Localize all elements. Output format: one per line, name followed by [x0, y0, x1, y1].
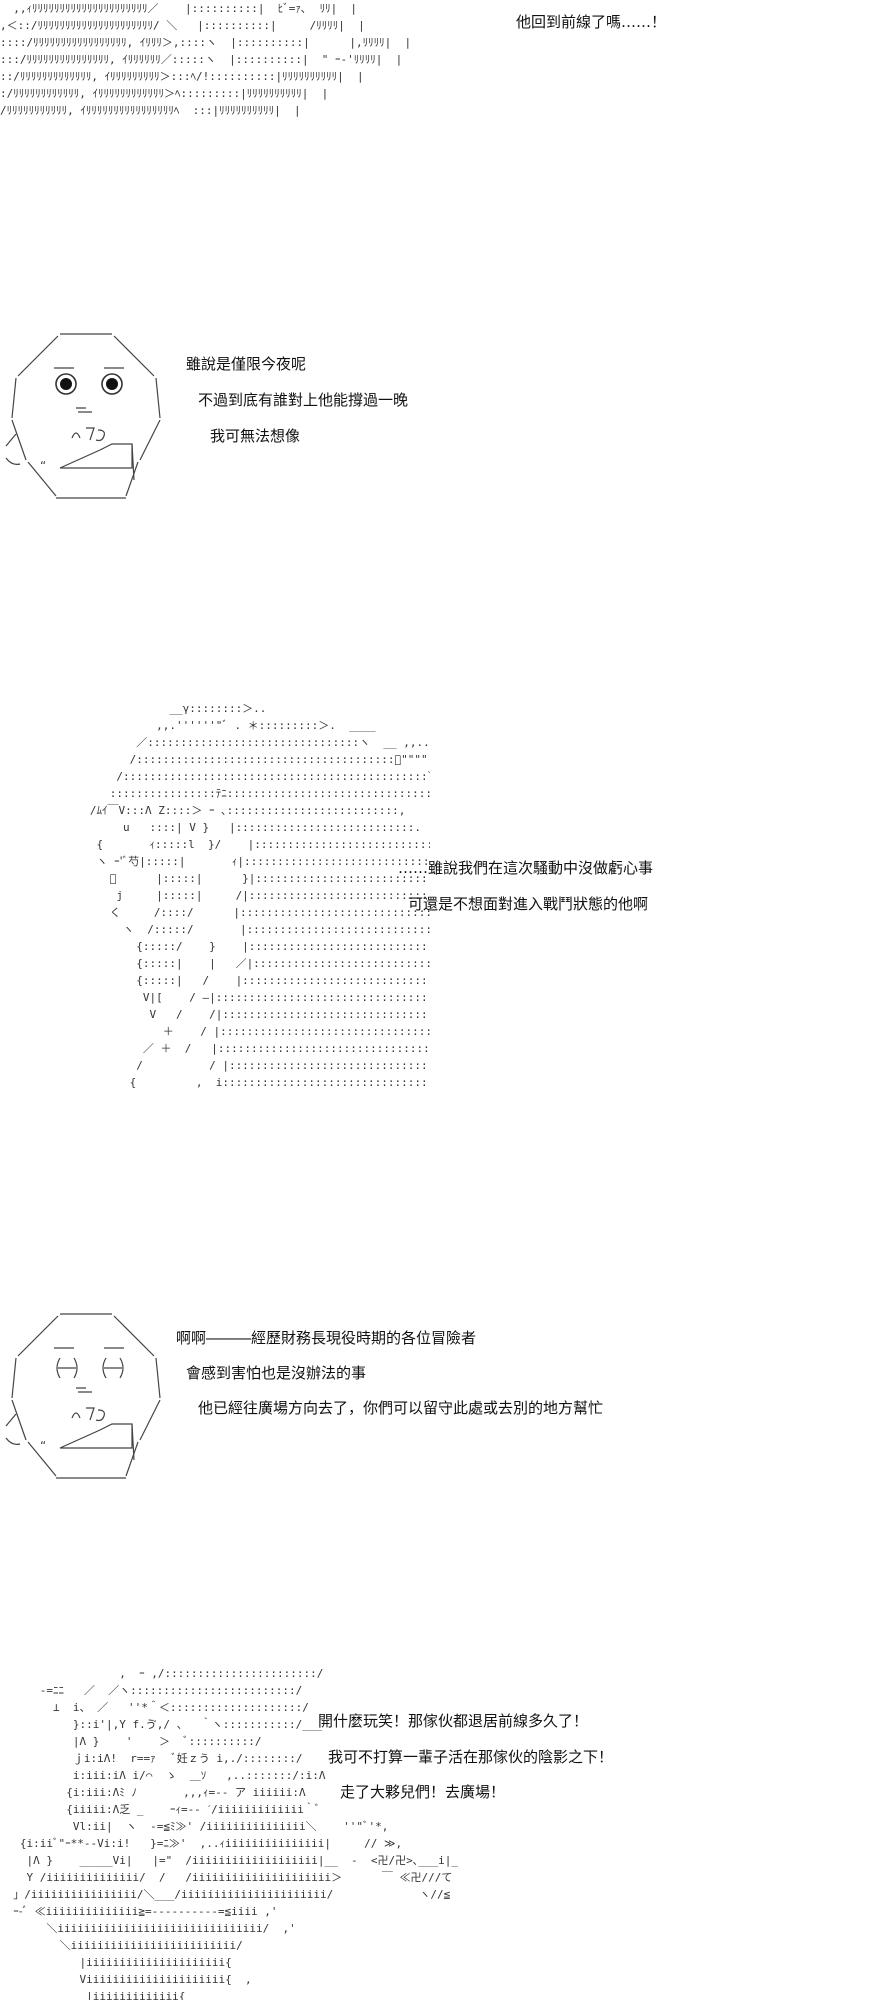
panel-2-line-3: 我可無法想像 [210, 427, 301, 445]
panel-3-line-1: ……雖說我們在這次騷動中沒做虧心事 [398, 859, 654, 877]
panel-2-line-1: 雖說是僅限今夜呢 [186, 355, 307, 373]
panel-5-ascii-art: , ｰ ,/:::::::::::::::::::::::/ -=ﾆﾆ ／ ／ヽ… [13, 1667, 458, 2000]
panel-5: , ｰ ,/:::::::::::::::::::::::/ -=ﾆﾆ ／ ／ヽ… [0, 1665, 896, 2000]
panel-5-line-1: 開什麼玩笑！那傢伙都退居前線多久了！ [318, 1712, 589, 1730]
panel-3: __γ::::::::＞.. ,,.''''''"ﾞ . ＊:::::::::＞… [0, 700, 896, 1100]
panel-3-line-2: 可還是不想面對進入戰鬥狀態的他啊 [408, 895, 649, 913]
svg-text:“: “ [40, 1439, 46, 1453]
panel-1-line-1: 他回到前線了嗎……！ [516, 13, 667, 31]
panel-4-line-2: 會感到害怕也是沒辦法的事 [186, 1364, 367, 1382]
panel-4-line-1: 啊啊―――經歷財務長現役時期的各位冒險者 [176, 1329, 477, 1347]
panel-4: “ 啊啊―――經歷財務長現役時期的各位冒險者 會感到害怕也是沒辦法的事 他已經往… [0, 1300, 896, 1490]
round-face-closed-eyes-art: “ [5, 1313, 161, 1479]
round-face-character-art: “ [5, 333, 161, 499]
panel-1-ascii-art: ,,ｨﾘﾘﾘﾘﾘﾘﾘﾘﾘﾘﾘﾘﾘﾘﾘﾘﾘﾘﾘﾘﾘ／ |::::::::::| ﾋ… [0, 2, 412, 117]
panel-2: “ 雖說是僅限今夜呢 不過到底有誰對上他能撐過一晚 我可無法想像 [0, 320, 896, 510]
svg-text:“: “ [40, 459, 46, 473]
panel-2-line-2: 不過到底有誰對上他能撐過一晚 [198, 391, 409, 409]
panel-5-line-3: 走了大夥兒們！去廣場！ [340, 1783, 506, 1801]
panel-4-line-3: 他已經往廣場方向去了，你們可以留守此處或去別的地方幫忙 [198, 1399, 604, 1417]
panel-1: ,,ｨﾘﾘﾘﾘﾘﾘﾘﾘﾘﾘﾘﾘﾘﾘﾘﾘﾘﾘﾘﾘﾘ／ |::::::::::| ﾋ… [0, 0, 896, 130]
panel-3-ascii-art: __γ::::::::＞.. ,,.''''''"ﾞ . ＊:::::::::＞… [89, 702, 430, 1089]
panel-5-line-2: 我可不打算一輩子活在那傢伙的陰影之下！ [328, 1748, 614, 1766]
